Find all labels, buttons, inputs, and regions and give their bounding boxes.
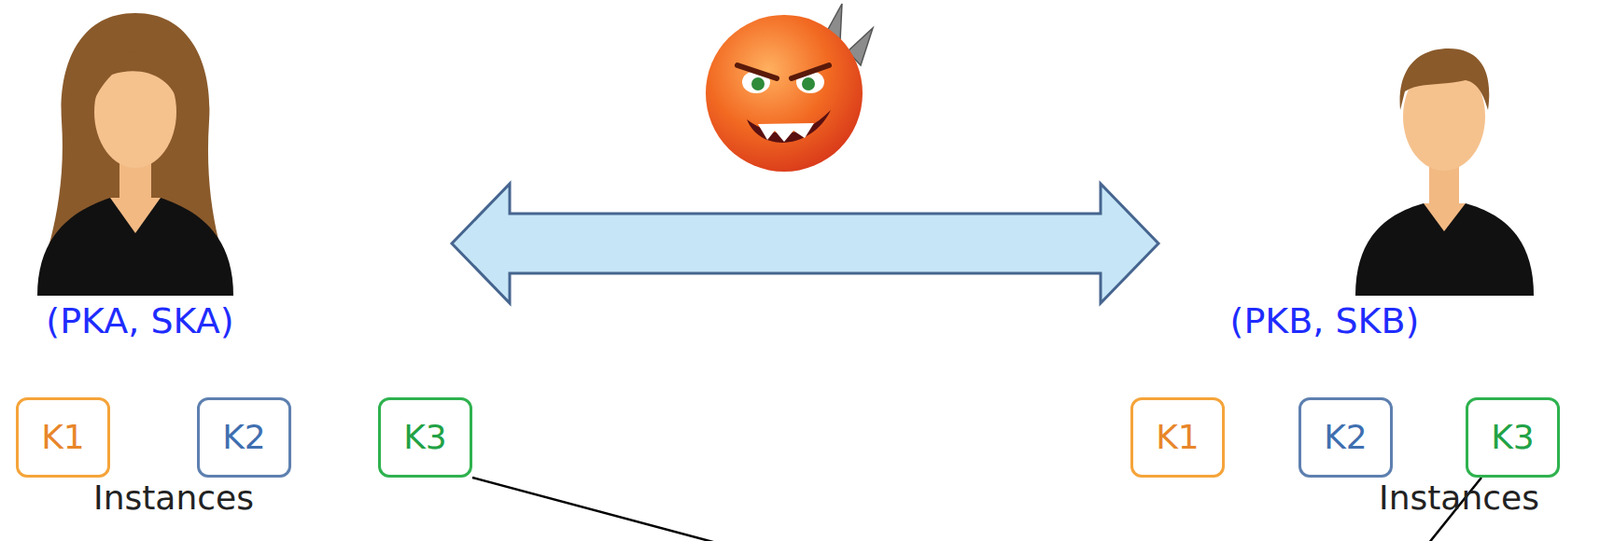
woman-figure xyxy=(37,13,234,296)
leader-line xyxy=(472,477,738,541)
key-pair-label: (PKA, SKA) xyxy=(45,303,234,339)
instance-name: K2 xyxy=(1323,421,1368,455)
instance-name: K1 xyxy=(41,421,85,455)
instance-box: K1 xyxy=(15,397,111,478)
man-figure xyxy=(1355,48,1534,296)
instance-box: K2 xyxy=(196,397,292,478)
instance-name: K3 xyxy=(1490,421,1535,455)
instances-label: Instances xyxy=(1378,481,1540,516)
instance-box: K1 xyxy=(1130,397,1225,478)
instance-box: K3 xyxy=(1465,397,1560,478)
instance-box: K2 xyxy=(1298,397,1393,478)
instance-name: K1 xyxy=(1155,421,1200,455)
channel-arrow xyxy=(451,183,1159,304)
instances-label: Instances xyxy=(93,481,254,516)
instance-box: K3 xyxy=(378,397,473,478)
key-pair-label: (PKB, SKB) xyxy=(1230,303,1420,339)
adversary-devil xyxy=(705,3,873,172)
instance-name: K2 xyxy=(222,421,267,455)
instance-name: K3 xyxy=(403,421,448,455)
